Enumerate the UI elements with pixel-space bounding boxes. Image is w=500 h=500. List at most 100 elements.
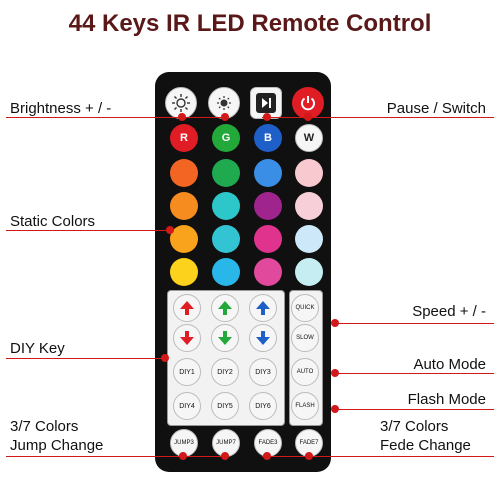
power-icon [301,96,315,111]
page-title: 44 Keys IR LED Remote Control [68,10,432,37]
color-button[interactable] [295,192,323,220]
brightness-pointer-dot [178,113,186,121]
static-colors-pointer-line [6,230,174,231]
diy3-label: DIY3 [255,368,271,376]
auto-mode-caption: Auto Mode [413,356,486,373]
diy2-button[interactable]: DIY2 [211,358,239,386]
blue-button[interactable]: B [254,124,282,152]
fade-pointer-line [262,456,494,457]
red-button-label: R [180,132,188,144]
fade-caption-line2: Fede Change [380,437,471,454]
flash-button[interactable]: FLASH [291,392,319,420]
color-button[interactable] [254,258,282,286]
jump-caption-line1: 3/7 Colors [10,418,79,435]
color-button[interactable] [295,225,323,253]
color-button[interactable] [170,258,198,286]
sun-down-icon [217,96,231,110]
flash-pointer-line [334,409,494,410]
slow-label: SLOW [296,335,314,341]
color-button[interactable] [295,258,323,286]
fade7-label: FADE7 [299,440,319,446]
quick-button[interactable]: QUICK [291,294,319,322]
diy-key-caption: DIY Key [10,340,65,357]
color-button[interactable] [170,192,198,220]
arrow-down-icon [256,331,270,345]
diy6-label: DIY6 [255,402,271,410]
diy-pointer-dot [161,354,169,362]
diy1-button[interactable]: DIY1 [173,358,201,386]
brightness-caption: Brightness + / - [10,100,112,117]
fade-pointer-dot [263,452,271,460]
green-button[interactable]: G [212,124,240,152]
static-colors-pointer-dot [166,226,174,234]
fade-pointer-dot [305,452,313,460]
pause-pointer-line [262,117,494,118]
pause-switch-caption: Pause / Switch [386,100,486,117]
diy6-button[interactable]: DIY6 [249,392,277,420]
arrow-up-icon [180,301,194,315]
jump-pointer-line [6,456,228,457]
diy4-label: DIY4 [179,402,195,410]
diy5-label: DIY5 [217,402,233,410]
jump7-label: JUMP7 [216,440,236,446]
flash-label: FLASH [295,403,315,409]
blue-up-button[interactable] [249,294,277,322]
play-pause-icon [256,93,276,113]
speed-caption: Speed + / - [412,303,486,320]
speed-pointer-line [334,323,494,324]
static-colors-caption: Static Colors [10,213,96,230]
diy-pointer-line [6,358,168,359]
color-button[interactable] [212,159,240,187]
diy3-button[interactable]: DIY3 [249,358,277,386]
color-button[interactable] [212,192,240,220]
diy5-button[interactable]: DIY5 [211,392,239,420]
remote-body: R G B W DIY1 DIY2 DIY3 DIY4 DIY5 DIY6 [155,72,331,472]
fade-caption-line1: 3/7 Colors [380,418,449,435]
green-button-label: G [221,132,231,144]
diy2-label: DIY2 [217,368,233,376]
red-down-button[interactable] [173,324,201,352]
speed-pointer-dot [331,319,339,327]
color-button[interactable] [212,225,240,253]
color-button[interactable] [170,159,198,187]
red-button[interactable]: R [170,124,198,152]
brightness-pointer-dot [221,113,229,121]
auto-button[interactable]: AUTO [291,358,319,386]
color-button[interactable] [254,159,282,187]
white-button[interactable]: W [295,124,323,152]
red-up-button[interactable] [173,294,201,322]
quick-label: QUICK [295,305,315,311]
color-button[interactable] [254,192,282,220]
brightness-pointer-line [6,117,228,118]
slow-button[interactable]: SLOW [291,324,319,352]
blue-down-button[interactable] [249,324,277,352]
white-button-label: W [303,132,315,144]
sun-up-icon [172,94,190,112]
arrow-down-icon [180,331,194,345]
jump7-button[interactable]: JUMP7 [212,429,240,457]
jump3-label: JUMP3 [174,440,194,446]
color-button[interactable] [295,159,323,187]
green-up-button[interactable] [211,294,239,322]
diy4-button[interactable]: DIY4 [173,392,201,420]
jump-pointer-dot [221,452,229,460]
pause-pointer-dot [263,113,271,121]
arrow-up-icon [218,301,232,315]
auto-label: AUTO [296,369,314,375]
color-button[interactable] [212,258,240,286]
color-button[interactable] [170,225,198,253]
flash-mode-caption: Flash Mode [407,391,486,408]
fade3-label: FADE3 [258,440,278,446]
green-down-button[interactable] [211,324,239,352]
blue-button-label: B [264,132,272,144]
arrow-down-icon [218,331,232,345]
flash-pointer-dot [331,405,339,413]
pause-pointer-dot [304,113,312,121]
color-button[interactable] [254,225,282,253]
jump-caption-line2: Jump Change [10,437,104,454]
diy1-label: DIY1 [179,368,195,376]
auto-pointer-dot [331,369,339,377]
arrow-up-icon [256,301,270,315]
jump-pointer-dot [179,452,187,460]
auto-pointer-line [334,373,494,374]
